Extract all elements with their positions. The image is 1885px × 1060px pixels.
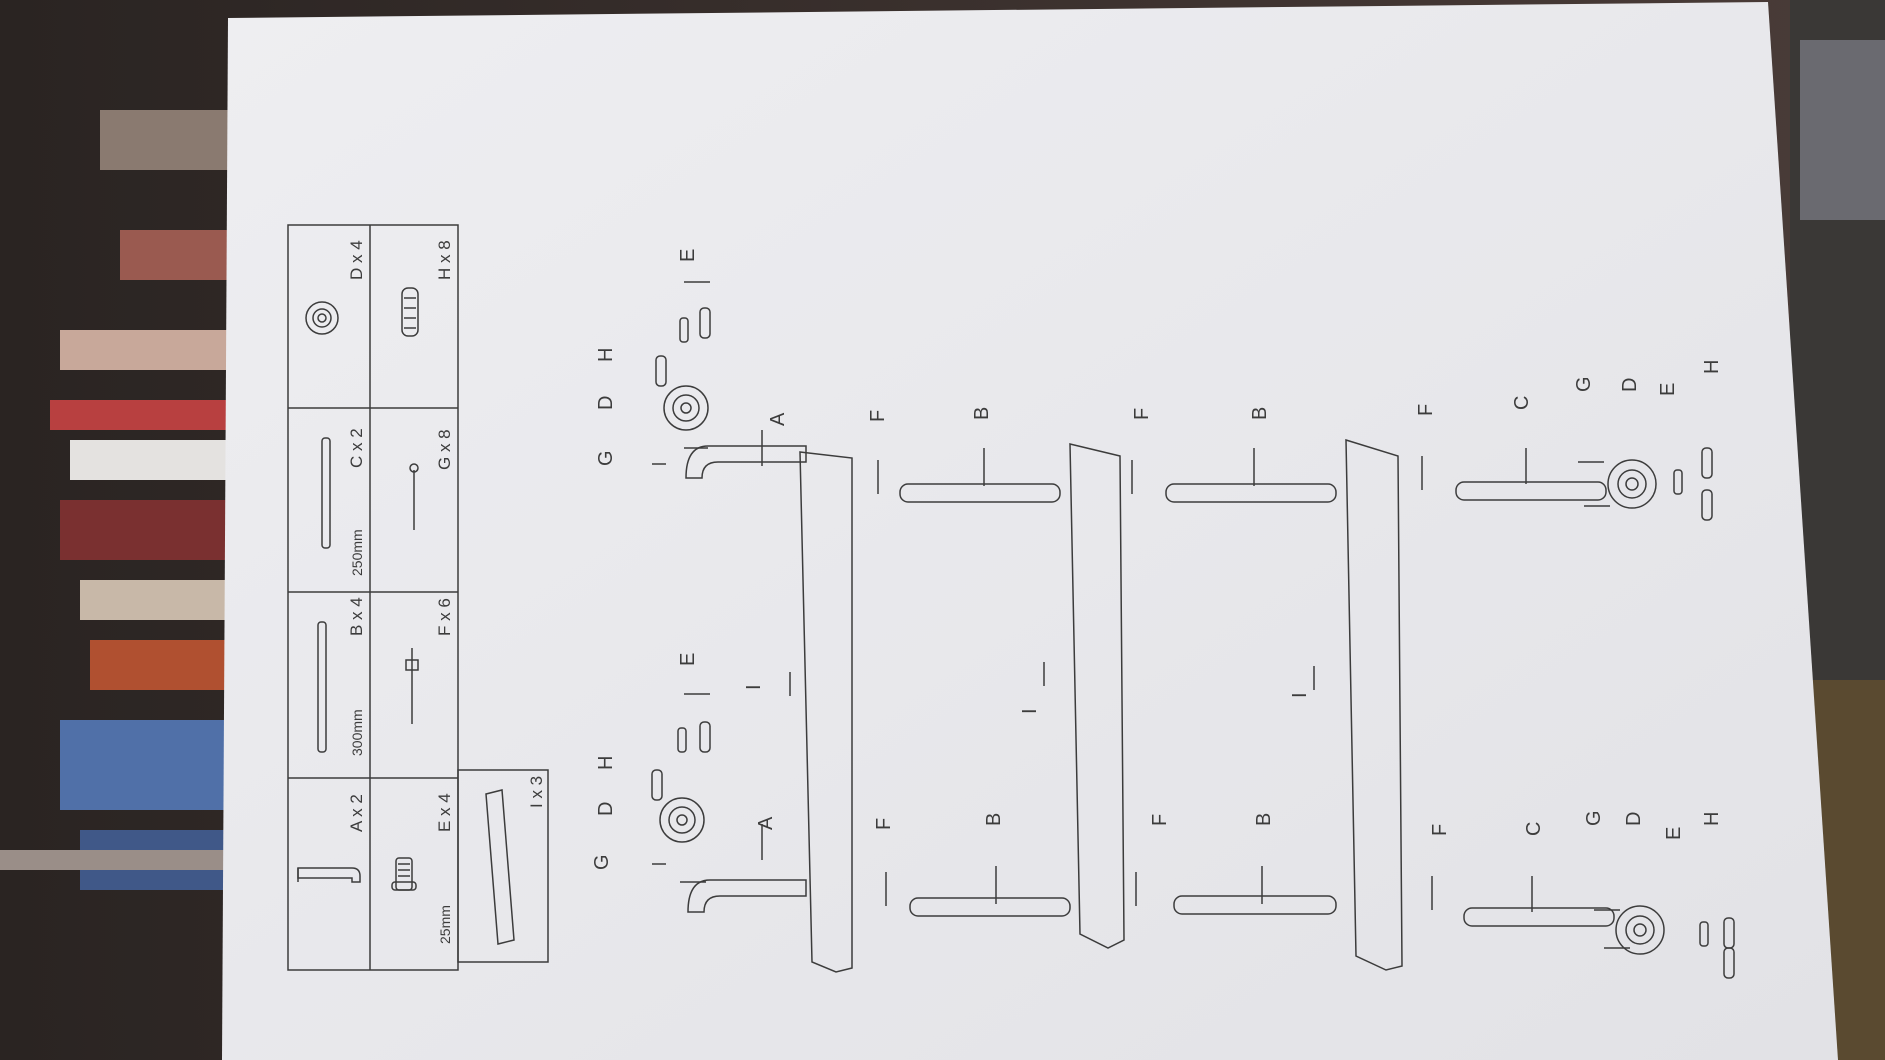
assembly-diagram bbox=[651, 281, 1735, 979]
rod-b-1 bbox=[909, 897, 1071, 917]
callout-h-3: H bbox=[1701, 812, 1723, 826]
callout-h-4: H bbox=[1701, 360, 1723, 374]
rod-b-4 bbox=[1165, 483, 1337, 503]
callout-f: F bbox=[873, 818, 895, 830]
callout-e-3: E bbox=[1663, 827, 1685, 840]
callout-g-2: G bbox=[595, 450, 617, 466]
qty-e: E x 4 bbox=[435, 793, 454, 832]
size-e: 25mm bbox=[437, 905, 453, 944]
callout-i-3: I bbox=[1289, 692, 1311, 698]
qty-c: C x 2 bbox=[347, 428, 366, 468]
callout-d-2: D bbox=[595, 396, 617, 410]
callout-f-3: F bbox=[1149, 814, 1171, 826]
bookshelf bbox=[0, 110, 230, 890]
parts-table-labels: A x 2 B x 4 C x 2 D x 4 E x 4 F x 6 G x … bbox=[347, 240, 546, 944]
qty-a: A x 2 bbox=[347, 794, 366, 832]
size-c: 250mm bbox=[349, 529, 365, 576]
callout-b-3: B bbox=[1253, 813, 1275, 826]
shelf-3 bbox=[1345, 438, 1403, 971]
bracket-a-left bbox=[687, 879, 807, 913]
qty-h: H x 8 bbox=[435, 240, 454, 280]
part-i-icon bbox=[485, 789, 515, 945]
rod-b-2 bbox=[899, 483, 1061, 503]
callout-h: H bbox=[595, 756, 617, 770]
qty-f: F x 6 bbox=[435, 598, 454, 636]
paper-sheet bbox=[222, 2, 1838, 1060]
callout-g: G bbox=[591, 854, 613, 870]
part-d-icon bbox=[305, 301, 339, 335]
callout-f-2: F bbox=[867, 410, 889, 422]
callout-d-4: D bbox=[1619, 378, 1641, 392]
callout-a-2: A bbox=[767, 412, 789, 426]
parts-table bbox=[287, 224, 549, 971]
part-e-icon bbox=[391, 857, 417, 891]
callout-d-3: D bbox=[1623, 812, 1645, 826]
callout-e-4: E bbox=[1657, 383, 1679, 396]
callout-c: C bbox=[1523, 822, 1545, 836]
callout-e-2: E bbox=[677, 249, 699, 262]
callout-a: A bbox=[755, 816, 777, 830]
callout-labels: G D H E G D H E A A F F B B F F B B F F … bbox=[591, 249, 1723, 870]
qty-b: B x 4 bbox=[347, 597, 366, 636]
qty-d: D x 4 bbox=[347, 240, 366, 280]
part-h-icon bbox=[401, 287, 419, 337]
callout-b-4: B bbox=[1249, 407, 1271, 420]
callout-d: D bbox=[595, 802, 617, 816]
callout-f-5: F bbox=[1429, 824, 1451, 836]
callout-c-2: C bbox=[1511, 396, 1533, 410]
callout-e: E bbox=[677, 653, 699, 666]
callout-g-4: G bbox=[1573, 376, 1595, 392]
qty-g: G x 8 bbox=[435, 429, 454, 470]
size-b: 300mm bbox=[349, 709, 365, 756]
shelf-2 bbox=[1069, 443, 1125, 949]
rod-c-2 bbox=[1455, 481, 1607, 501]
callout-b-2: B bbox=[971, 407, 993, 420]
part-a-icon bbox=[297, 867, 361, 883]
callout-b: B bbox=[983, 813, 1005, 826]
callout-f-6: F bbox=[1415, 404, 1437, 416]
qty-i: I x 3 bbox=[527, 776, 546, 808]
shelf-1 bbox=[799, 451, 853, 973]
part-c-icon bbox=[321, 437, 331, 549]
part-f-icon bbox=[405, 648, 419, 724]
bracket-a-right bbox=[685, 445, 807, 479]
part-g-icon bbox=[409, 463, 419, 530]
callout-g-3: G bbox=[1583, 810, 1605, 826]
rod-c-1 bbox=[1463, 907, 1615, 927]
part-b-icon bbox=[317, 621, 327, 753]
callout-i-2: I bbox=[1019, 708, 1041, 714]
rod-b-3 bbox=[1173, 895, 1337, 915]
callout-f-4: F bbox=[1131, 408, 1153, 420]
callout-h-2: H bbox=[595, 348, 617, 362]
callout-i: I bbox=[743, 684, 765, 690]
